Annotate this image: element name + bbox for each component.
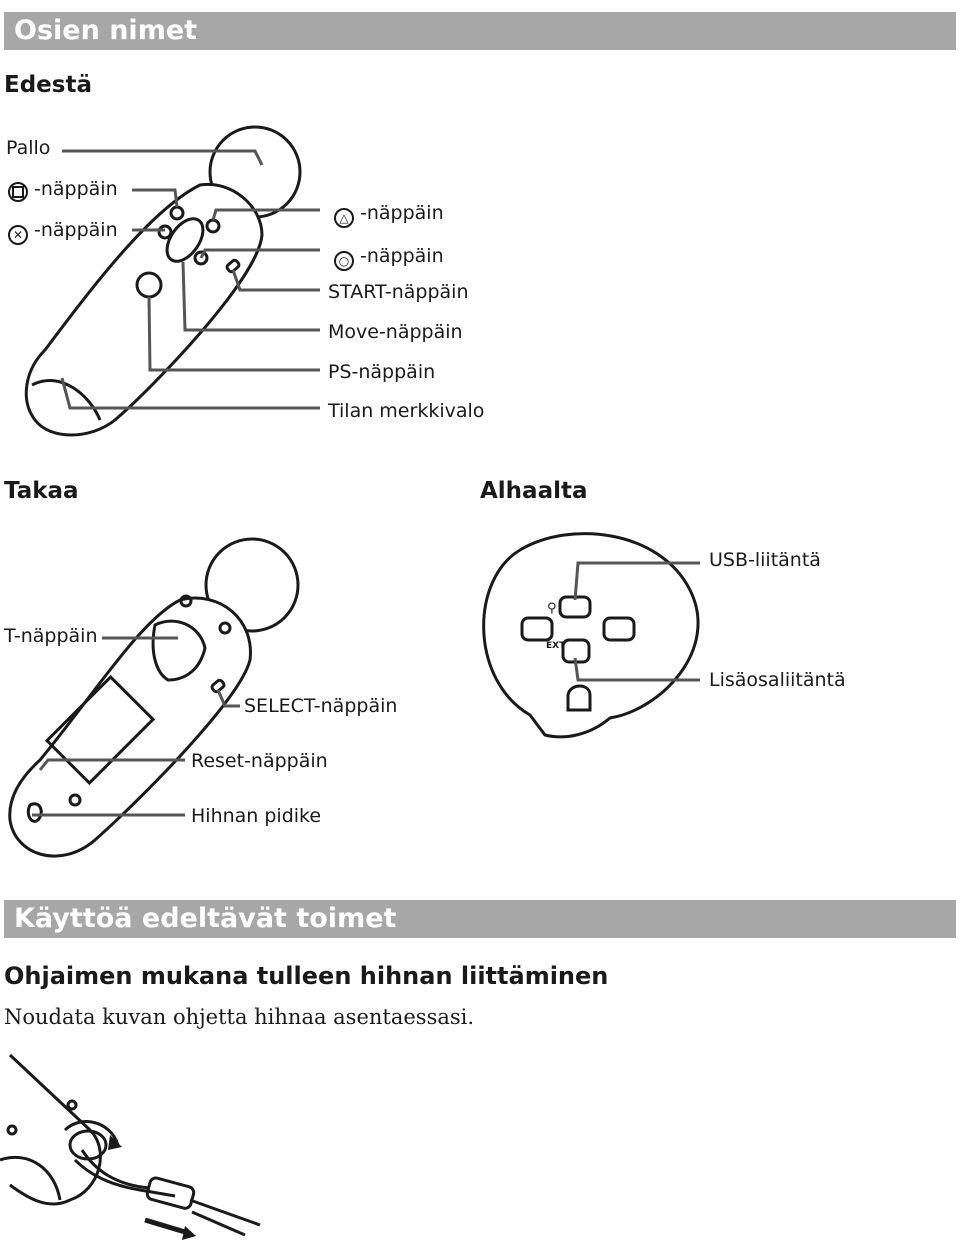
back-leader-lines: [32, 636, 240, 817]
label-ps-button: PS-näppäin: [328, 361, 436, 383]
label-usb-connector: USB-liitäntä: [709, 549, 821, 571]
section-header-before-use: Käyttöä edeltävät toimet: [4, 900, 956, 938]
label-triangle-button: △ -näppäin: [334, 202, 444, 228]
front-leader-lines: [60, 149, 320, 410]
label-square-button: -näppäin: [8, 178, 118, 202]
label-square-text: -näppäin: [34, 178, 118, 200]
label-status-indicator: Tilan merkkivalo: [328, 400, 485, 422]
usb-icon: ⚲: [547, 601, 557, 616]
bottom-leader-lines: [573, 561, 700, 682]
label-cross-text: -näppäin: [34, 219, 118, 241]
label-cross-button: ✕ -näppäin: [8, 219, 118, 245]
label-circle-text: -näppäin: [360, 245, 444, 267]
strap-drawing: [0, 1053, 261, 1240]
front-view-heading: Edestä: [4, 72, 92, 98]
label-t-button: T-näppäin: [4, 625, 98, 647]
label-reset-button: Reset-näppäin: [191, 750, 328, 772]
section-header-part-names: Osien nimet: [4, 12, 956, 50]
label-circle-button: ○ -näppäin: [334, 245, 444, 271]
back-controller-drawing: [8, 537, 300, 858]
label-strap-holder: Hihnan pidike: [191, 805, 322, 827]
bottom-view-heading: Alhaalta: [480, 478, 588, 504]
square-icon: [8, 182, 28, 202]
strap-attach-heading: Ohjaimen mukana tulleen hihnan liittämin…: [4, 962, 609, 990]
circle-icon: ○: [334, 251, 354, 271]
label-ball: Pallo: [6, 137, 51, 159]
front-controller-drawing: [24, 125, 302, 437]
bottom-controller-drawing: [482, 532, 700, 739]
label-select-button: SELECT-näppäin: [244, 695, 398, 717]
label-extension-connector: Lisäosaliitäntä: [709, 669, 846, 691]
triangle-icon: △: [334, 208, 354, 228]
cross-icon: ✕: [8, 225, 28, 245]
label-triangle-text: -näppäin: [360, 202, 444, 224]
label-start-button: START-näppäin: [328, 281, 469, 303]
back-view-heading: Takaa: [4, 478, 79, 504]
strap-instruction-text: Noudata kuvan ohjetta hihnaa asentaessas…: [4, 1005, 475, 1029]
label-move-button: Move-näppäin: [328, 321, 463, 343]
ext-port-mark: EXT: [546, 641, 566, 651]
